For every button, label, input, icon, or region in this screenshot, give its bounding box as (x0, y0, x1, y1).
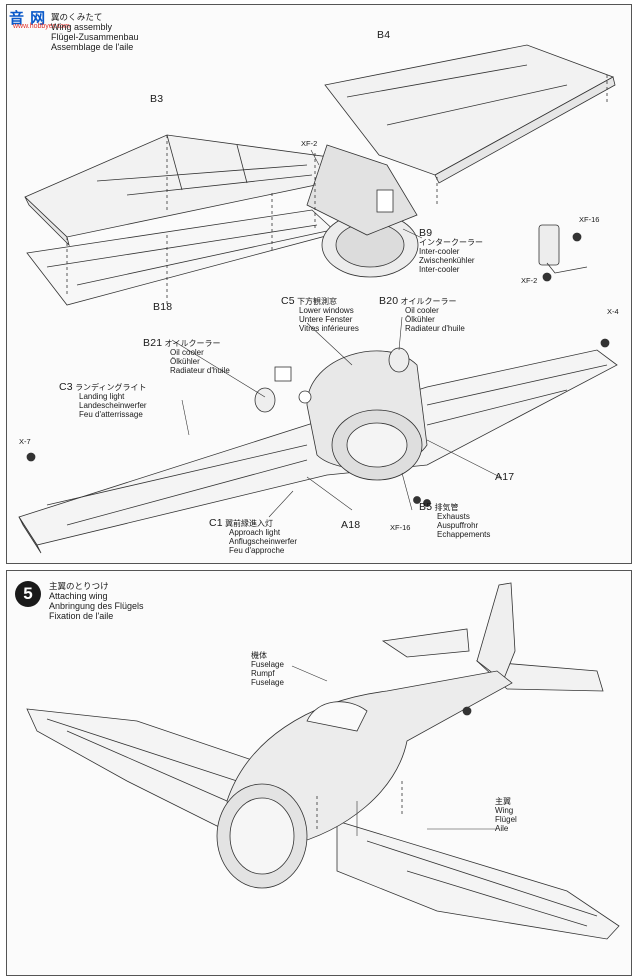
part-c5-callout: C5 下方観測窓 Lower windows Untere Fenster Vi… (281, 295, 359, 333)
part-a18-label: A18 (341, 519, 361, 531)
step5-panel: 5 主翼のとりつけ Attaching wing Anbringung des … (6, 570, 632, 976)
paint-xf16-right-label: XF-16 (579, 215, 600, 224)
part-b4-label: B4 (377, 29, 391, 41)
paint-xf2-top-label: XF-2 (301, 139, 318, 148)
step-number-badge: 5 (15, 581, 41, 607)
part-b5-callout: B5 排気管 Exhausts Auspuffrohr Echappements (419, 501, 491, 539)
paint-xf2-right-label: XF-2 (521, 276, 538, 285)
part-b18-label: B18 (153, 301, 173, 313)
part-b21-callout: B21 オイルクーラー Oil cooler Ölkühler Radiateu… (143, 337, 230, 375)
site-watermark-logo: 音 网 www.hobbyer.com (9, 10, 70, 30)
part-c1-callout: C1 翼前縁進入灯 Approach light Anflugscheinwer… (209, 517, 298, 555)
part-b9-callout: B9 インタークーラー Inter-cooler Zwischenkühler … (419, 227, 483, 274)
step5-title: 主翼のとりつけ Attaching wing Anbringung des Fl… (49, 581, 144, 621)
part-b20-callout: B20 オイルクーラー Oil cooler Ölkühler Radiateu… (379, 295, 465, 333)
paint-xf16-bottom-label: XF-16 (390, 523, 411, 532)
paint-x4-label: X-4 (607, 307, 619, 316)
attaching-wing-drawing (26, 582, 620, 940)
paint-x7-label: X-7 (19, 437, 31, 446)
wing-callout: 主翼 Wing Flügel Aile (495, 797, 517, 833)
part-b3-label: B3 (150, 93, 164, 105)
part-a17-label: A17 (495, 471, 515, 483)
part-c3-callout: C3 ランディングライト Landing light Landescheinwe… (59, 381, 147, 419)
wing-assembly-drawing (18, 44, 618, 554)
step4-title: 翼のくみたて Wing assembly Flügel-Zusammenbau … (51, 12, 139, 52)
fuselage-callout: 機体 Fuselage Rumpf Fuselage (251, 651, 284, 687)
step4-panel: 音 网 www.hobbyer.com 翼のくみたて Wing assembly… (6, 4, 632, 564)
